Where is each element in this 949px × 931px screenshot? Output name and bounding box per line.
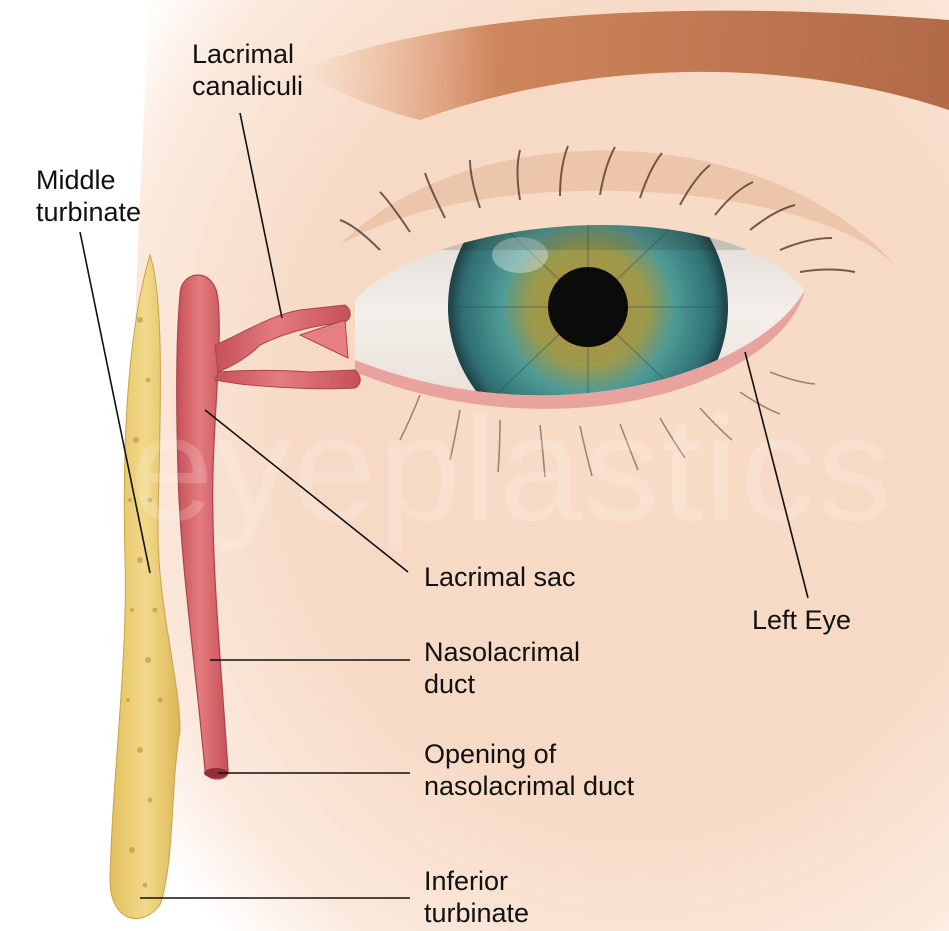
label-line: Middle [36,164,141,196]
label-line: Inferior [424,865,529,897]
label-line: Nasolacrimal [424,636,580,668]
label-lacrimal-canaliculi: Lacrimal canaliculi [192,38,303,102]
label-line: turbinate [424,897,529,929]
label-line: duct [424,668,580,700]
label-line: Left Eye [752,604,851,636]
label-opening-nasolacrimal-duct: Opening of nasolacrimal duct [424,738,634,802]
pupil [548,267,628,347]
label-left-eye: Left Eye [752,604,851,636]
label-line: Lacrimal [192,38,303,70]
label-line: nasolacrimal duct [424,770,634,802]
label-line: canaliculi [192,70,303,102]
label-line: Lacrimal sac [424,561,576,593]
watermark: eyeplastics [130,384,894,552]
label-middle-turbinate: Middle turbinate [36,164,141,228]
label-line: turbinate [36,196,141,228]
label-inferior-turbinate: Inferior turbinate [424,865,529,929]
label-nasolacrimal-duct: Nasolacrimal duct [424,636,580,700]
label-lacrimal-sac: Lacrimal sac [424,561,576,593]
label-line: Opening of [424,738,634,770]
